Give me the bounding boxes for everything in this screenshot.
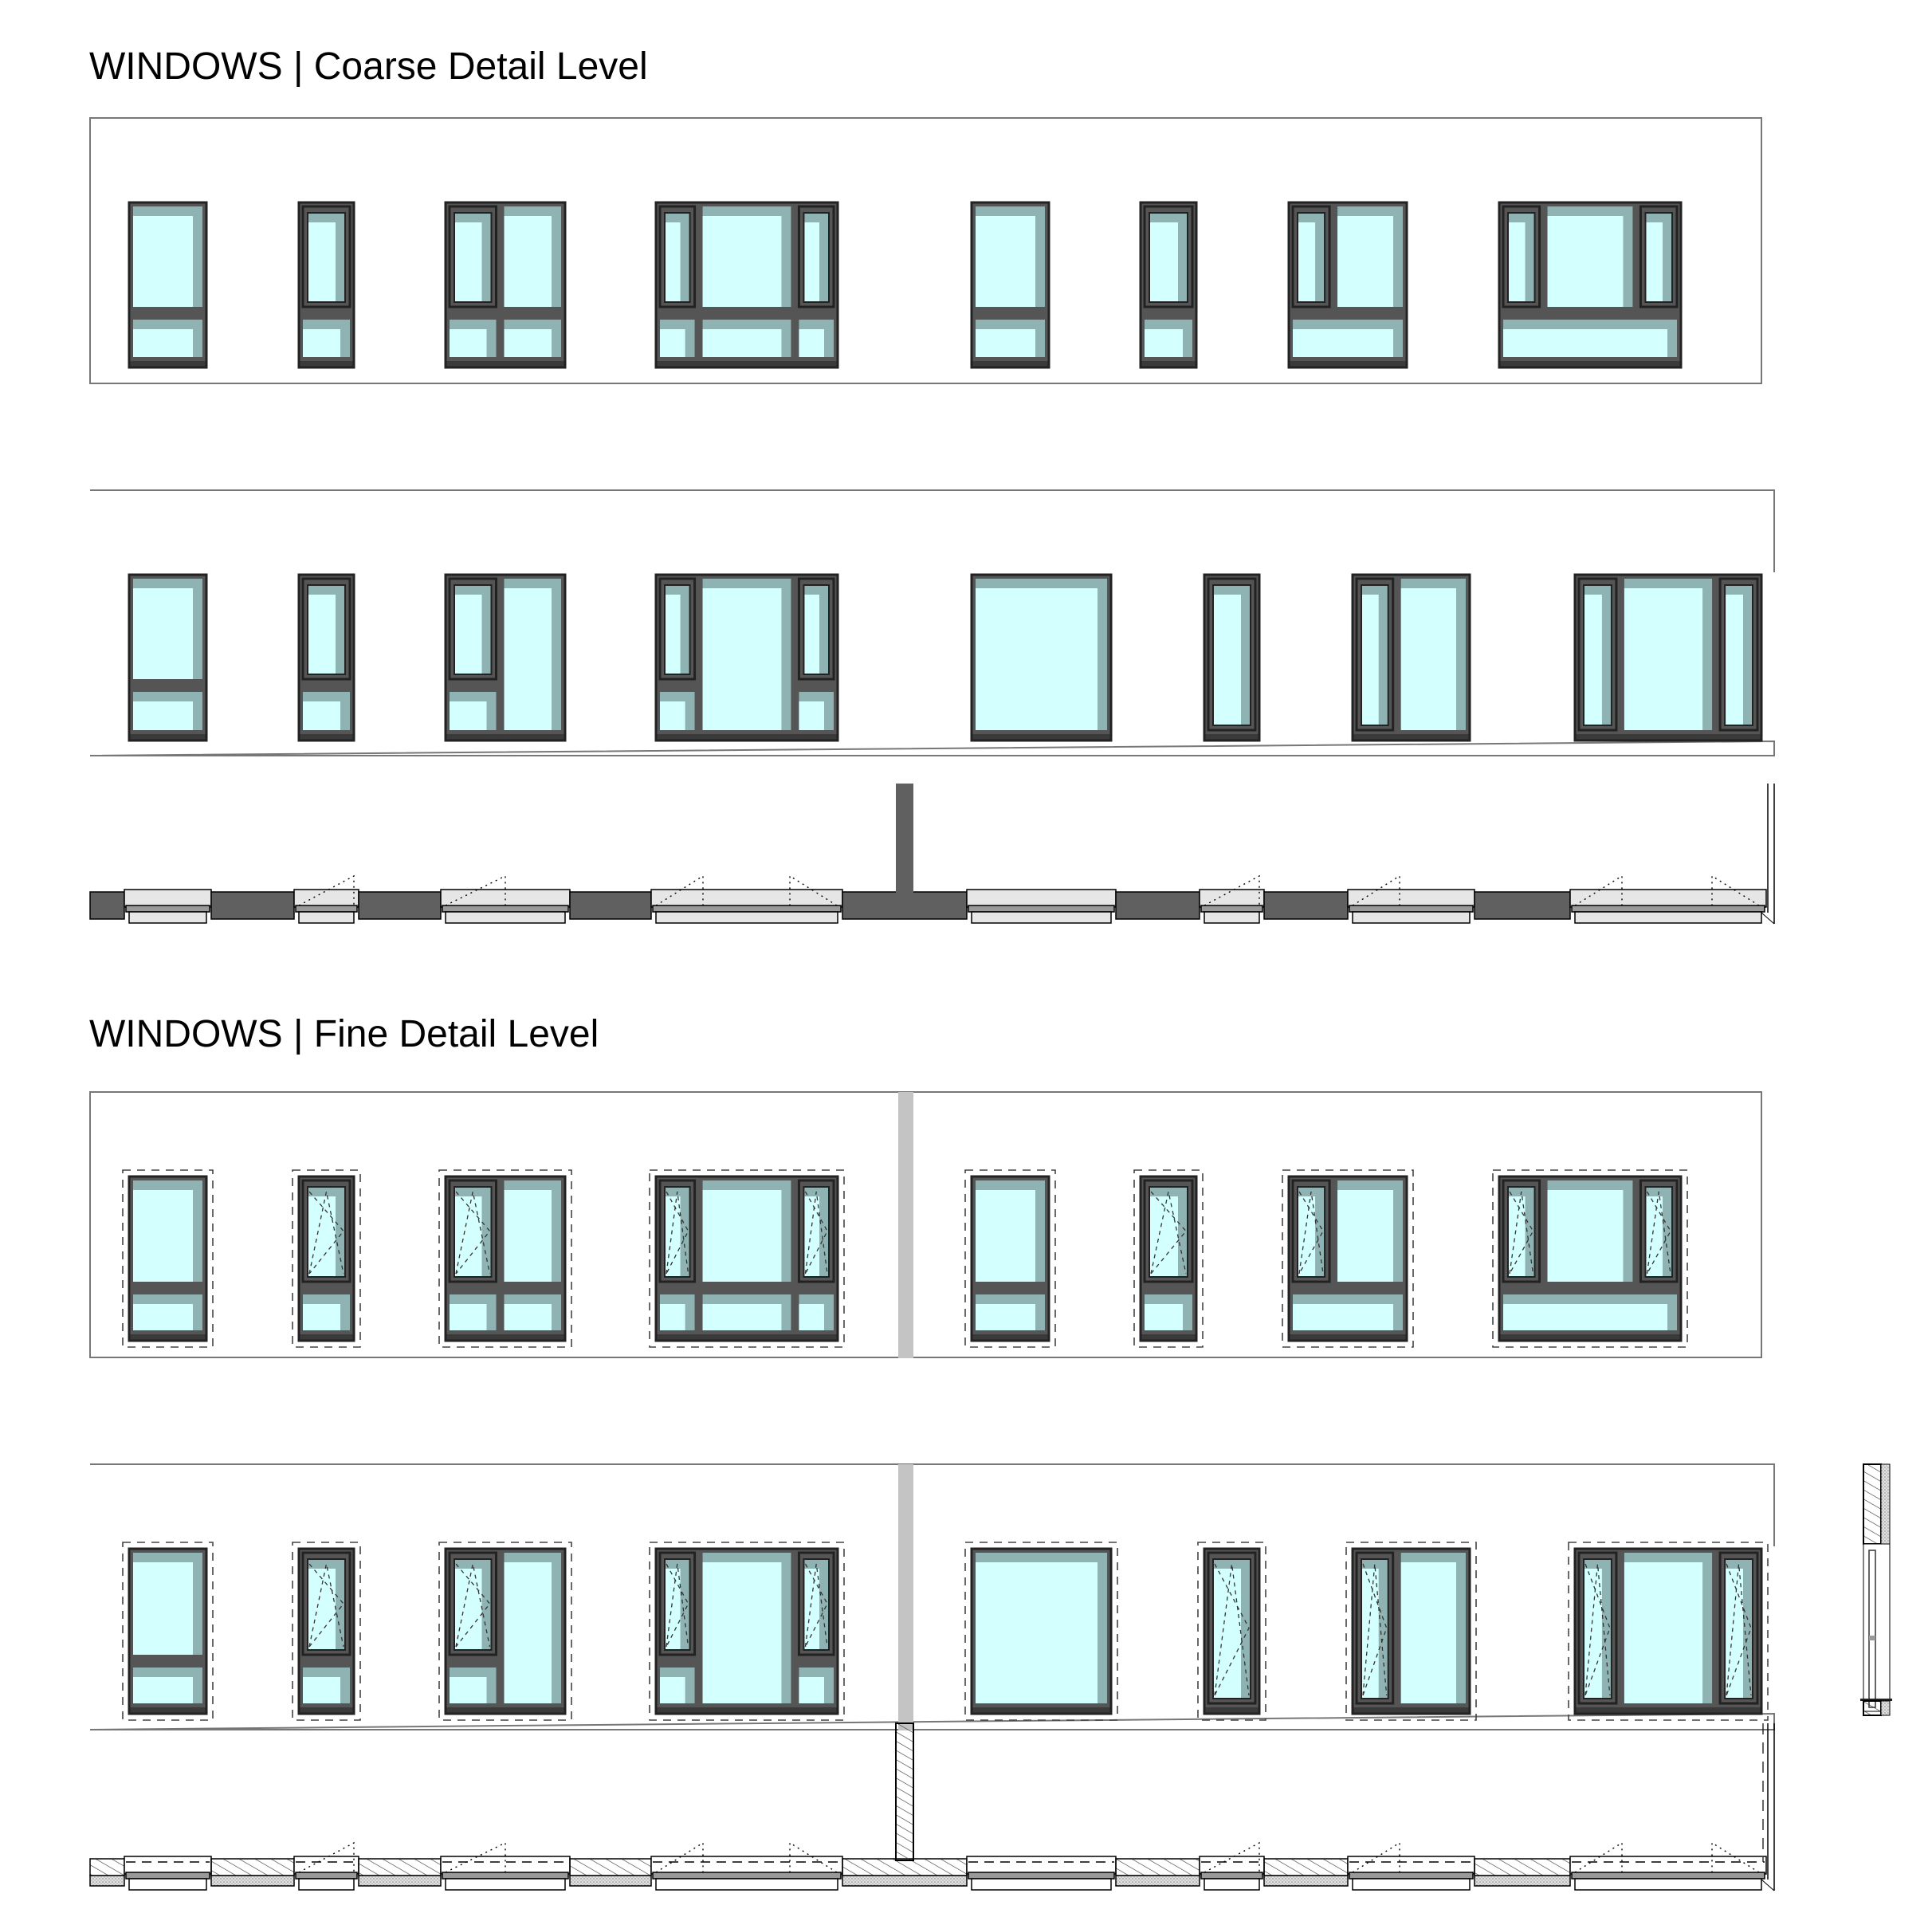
window-casement-fixed-full [1345,1542,1477,1721]
window-casement-transom [1139,201,1198,369]
window-casement-transom [292,1169,361,1348]
window-casement-transom [292,1542,361,1721]
window-casement-fixed-wide-bottom [1287,201,1408,369]
window-casement-fixed [438,1169,572,1348]
coarse-section-title: WINDOWS | Coarse Detail Level [89,45,648,88]
window-fixed-transom [970,201,1050,369]
window-casement-fixed-casement-wide-bottom [1498,201,1683,369]
window-casement-transom [297,573,355,742]
fine-elevation-2 [89,1463,1775,1730]
window-fixed-transom [122,1542,214,1721]
wall-divider [898,1092,913,1358]
coarse-elevation-2 [89,489,1775,756]
window-casement-full [1197,1542,1266,1721]
coarse-elevation-1 [89,117,1762,384]
window-casement-fixed-casement [649,1169,845,1348]
window-casement-fixed-full [438,1542,572,1721]
window-casement-fixed-full [444,573,567,742]
window-casement-fixed-full [1351,573,1471,742]
wall-divider [898,1464,913,1730]
fine-plan-section [89,1722,1775,1891]
fine-elevation-1 [89,1091,1762,1358]
window-casement-full [1203,573,1261,742]
window-casement-fixed-casement-full [649,1542,845,1721]
window-casement-fixed [444,201,567,369]
window-casement-transom [297,201,355,369]
window-fixed-transom [128,201,208,369]
window-casement-fixed-casement-wide-bottom [1492,1169,1688,1348]
window-fixed-transom [128,573,208,742]
window-casement-transom [1133,1169,1204,1348]
window-fixed-transom [964,1169,1056,1348]
coarse-plan-section [89,784,1775,925]
window-fixed-transom [122,1169,214,1348]
window-casement-fixed-casement-full [1568,1542,1769,1721]
window-fixed-full [964,1542,1118,1721]
window-casement-fixed-casement [654,201,839,369]
wall-section-detail [1860,1463,1892,1716]
window-casement-fixed-casement-full [654,573,839,742]
window-fixed-full [970,573,1113,742]
window-casement-fixed-wide-bottom [1282,1169,1414,1348]
fine-section-title: WINDOWS | Fine Detail Level [89,1013,599,1055]
window-casement-fixed-casement-full [1573,573,1763,742]
